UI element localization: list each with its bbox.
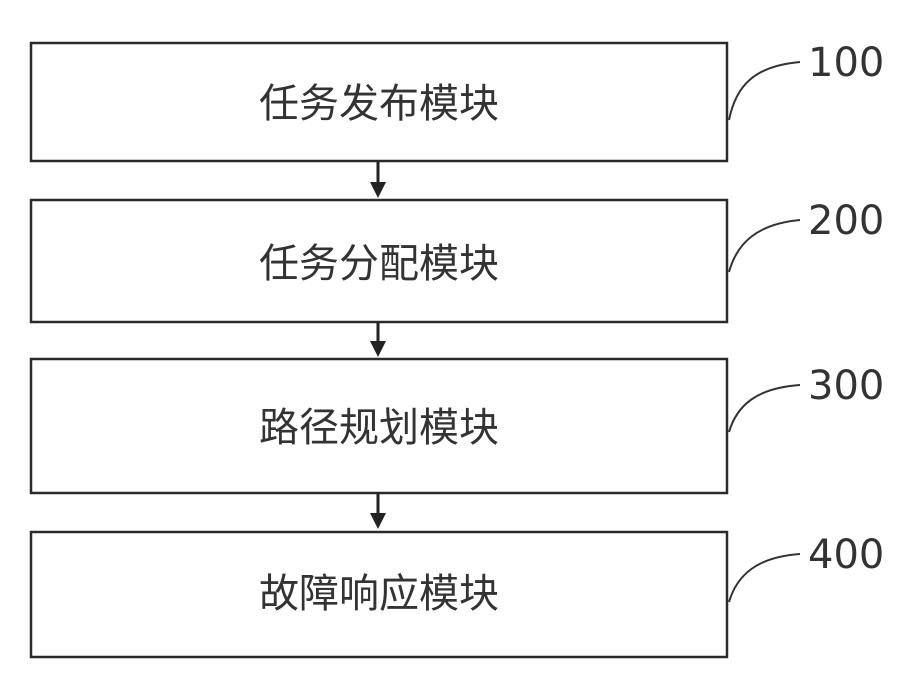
arrow-1-head [370,182,386,198]
module-2: 任务分配模块 200 [31,198,884,322]
module-1-leader-line [729,62,800,120]
module-4-leader-line [729,554,800,602]
module-2-leader-line [729,220,800,272]
module-3-ref-number: 300 [808,363,884,409]
module-2-ref-number: 200 [808,198,884,244]
module-1-label: 任务发布模块 [259,81,499,127]
arrow-3-to-4 [370,494,386,529]
module-3: 路径规划模块 300 [31,359,884,493]
module-4-label: 故障响应模块 [259,571,499,617]
module-1: 任务发布模块 100 [31,40,884,161]
module-2-label: 任务分配模块 [259,241,499,287]
module-3-leader-line [729,385,800,432]
module-4: 故障响应模块 400 [31,532,884,657]
arrow-2-to-3 [370,323,386,357]
module-4-ref-number: 400 [808,532,884,578]
arrow-2-head [370,341,386,357]
arrow-1-to-2 [370,162,386,198]
module-1-ref-number: 100 [808,40,884,86]
arrow-3-head [370,513,386,529]
module-3-label: 路径规划模块 [259,405,499,451]
